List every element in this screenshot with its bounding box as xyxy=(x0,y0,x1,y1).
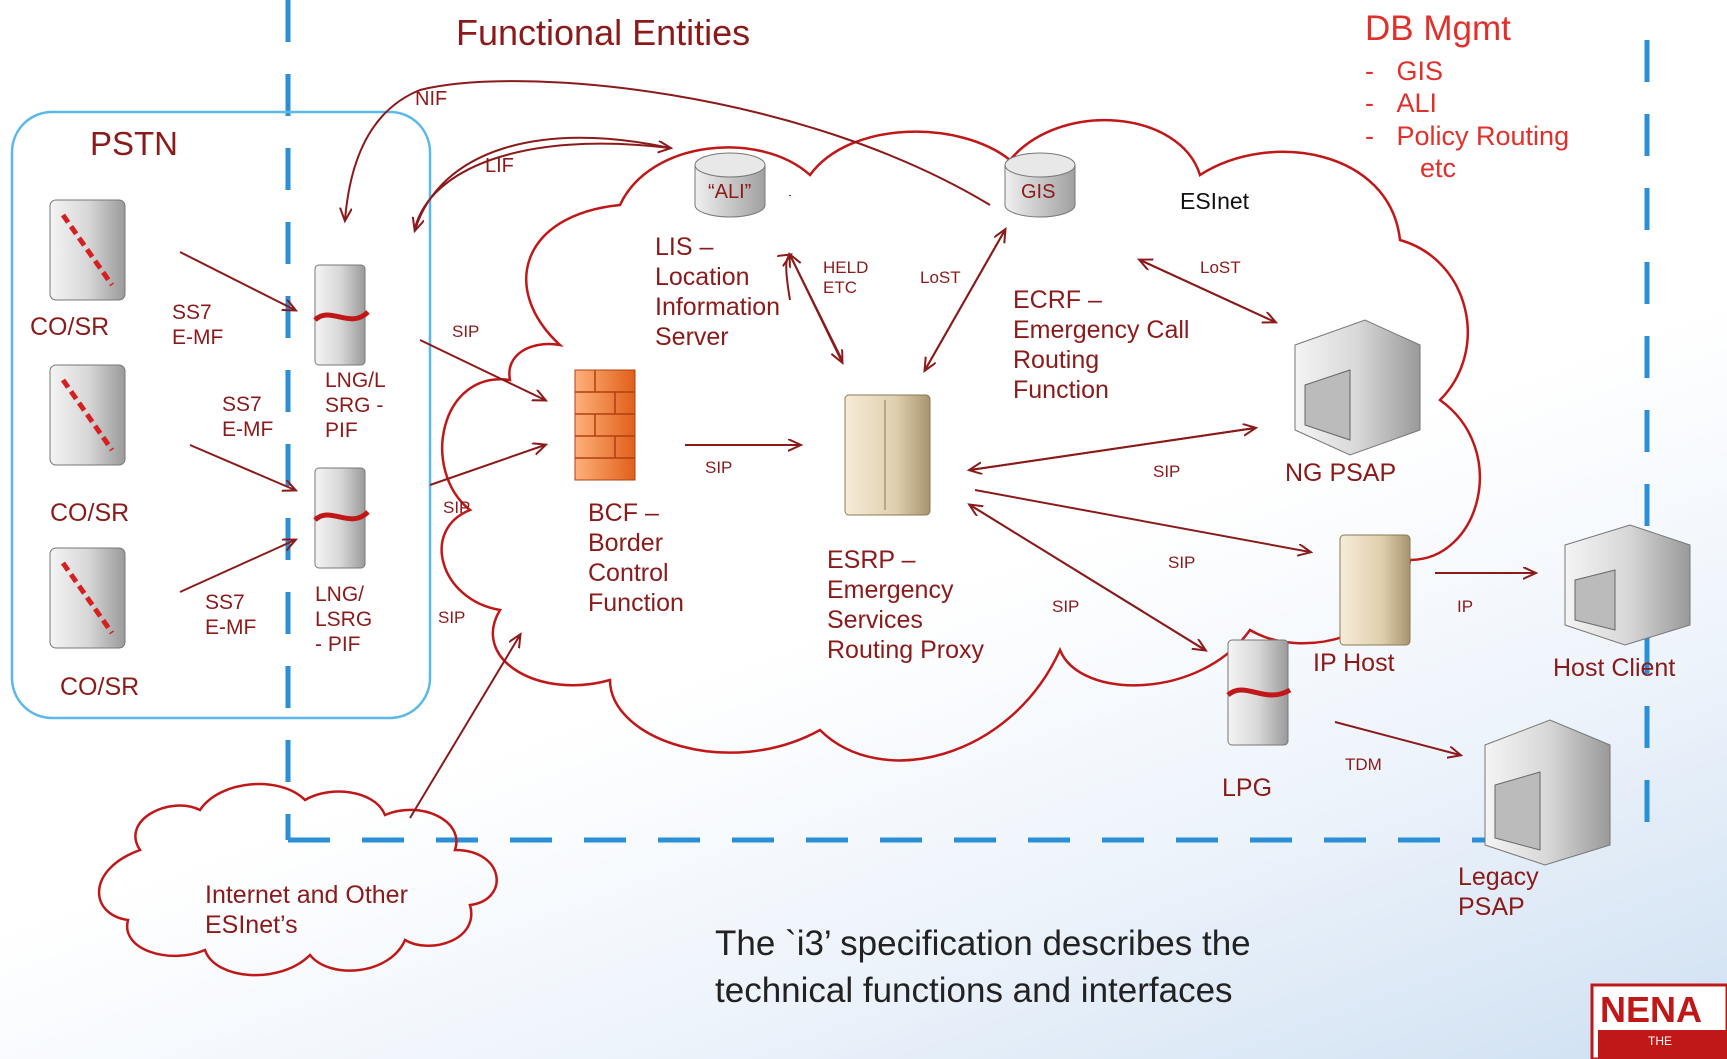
ng-psap-building-icon xyxy=(1294,319,1421,456)
lost-label: LoST xyxy=(1200,258,1241,277)
lpg-server-icon xyxy=(1226,639,1292,746)
connection-arrows xyxy=(179,80,1535,819)
ip-host-server-icon xyxy=(1339,534,1411,646)
gis-database-icon xyxy=(1004,152,1076,218)
ip-host-label: IP Host xyxy=(1313,649,1395,677)
tdm-label: TDM xyxy=(1345,755,1382,774)
ali-database-icon xyxy=(694,152,766,218)
lng-bottom-label: LNG/LSRG- PIF xyxy=(315,583,373,657)
db-mgmt-list: - GIS - ALI - Policy Routing etc xyxy=(1365,56,1570,184)
sip-label: SIP xyxy=(1153,462,1181,481)
lng-server-icon xyxy=(313,467,370,569)
nena-logo xyxy=(1590,983,1727,1059)
host-client-label: Host Client xyxy=(1553,654,1676,682)
co-sr-label: CO/SR xyxy=(30,313,110,341)
sip-label: SIP xyxy=(1052,597,1080,616)
nena-logo-tagline: THE xyxy=(1648,1034,1672,1048)
pstn-box xyxy=(10,110,432,720)
lif-label: LIF xyxy=(485,155,514,177)
gis-label: GIS xyxy=(1021,181,1056,203)
firewall-icon xyxy=(574,369,636,481)
legacy-psap-building-icon xyxy=(1484,719,1611,866)
ip-label: IP xyxy=(1457,597,1474,616)
sip-label: SIP xyxy=(1168,553,1196,572)
host-client-building-icon xyxy=(1564,524,1691,646)
caption-text: The `i3’ specification describes the tec… xyxy=(715,924,1251,1011)
lpg-label: LPG xyxy=(1222,774,1273,802)
sip-label: SIP xyxy=(452,322,480,341)
esrp-server-icon xyxy=(844,394,931,516)
co-sr-label: CO/SR xyxy=(50,499,130,527)
lost-label: LoST xyxy=(920,268,961,287)
sip-label: SIP xyxy=(438,608,466,627)
co-sr-label: CO/SR xyxy=(60,673,140,701)
lng-server-icon xyxy=(313,264,370,366)
co-sr-switch-icon xyxy=(49,547,126,649)
sip-label: SIP xyxy=(443,498,471,517)
internet-cloud xyxy=(97,782,498,977)
functional-entities-boundary xyxy=(285,0,1650,843)
ng-psap-label: NG PSAP xyxy=(1285,459,1397,487)
db-mgmt-heading: DB Mgmt xyxy=(1365,9,1511,48)
sip-label: SIP xyxy=(705,458,733,477)
esinet-label: ESInet xyxy=(1180,188,1250,214)
co-sr-switch-icon xyxy=(49,199,126,301)
pstn-label: PSTN xyxy=(90,125,179,162)
co-sr-switch-icon xyxy=(49,364,126,466)
nena-logo-text: NENA xyxy=(1600,989,1703,1030)
nif-label: NIF xyxy=(415,88,448,110)
page-title: Functional Entities xyxy=(456,12,751,53)
ali-label: “ALI” xyxy=(708,181,752,203)
